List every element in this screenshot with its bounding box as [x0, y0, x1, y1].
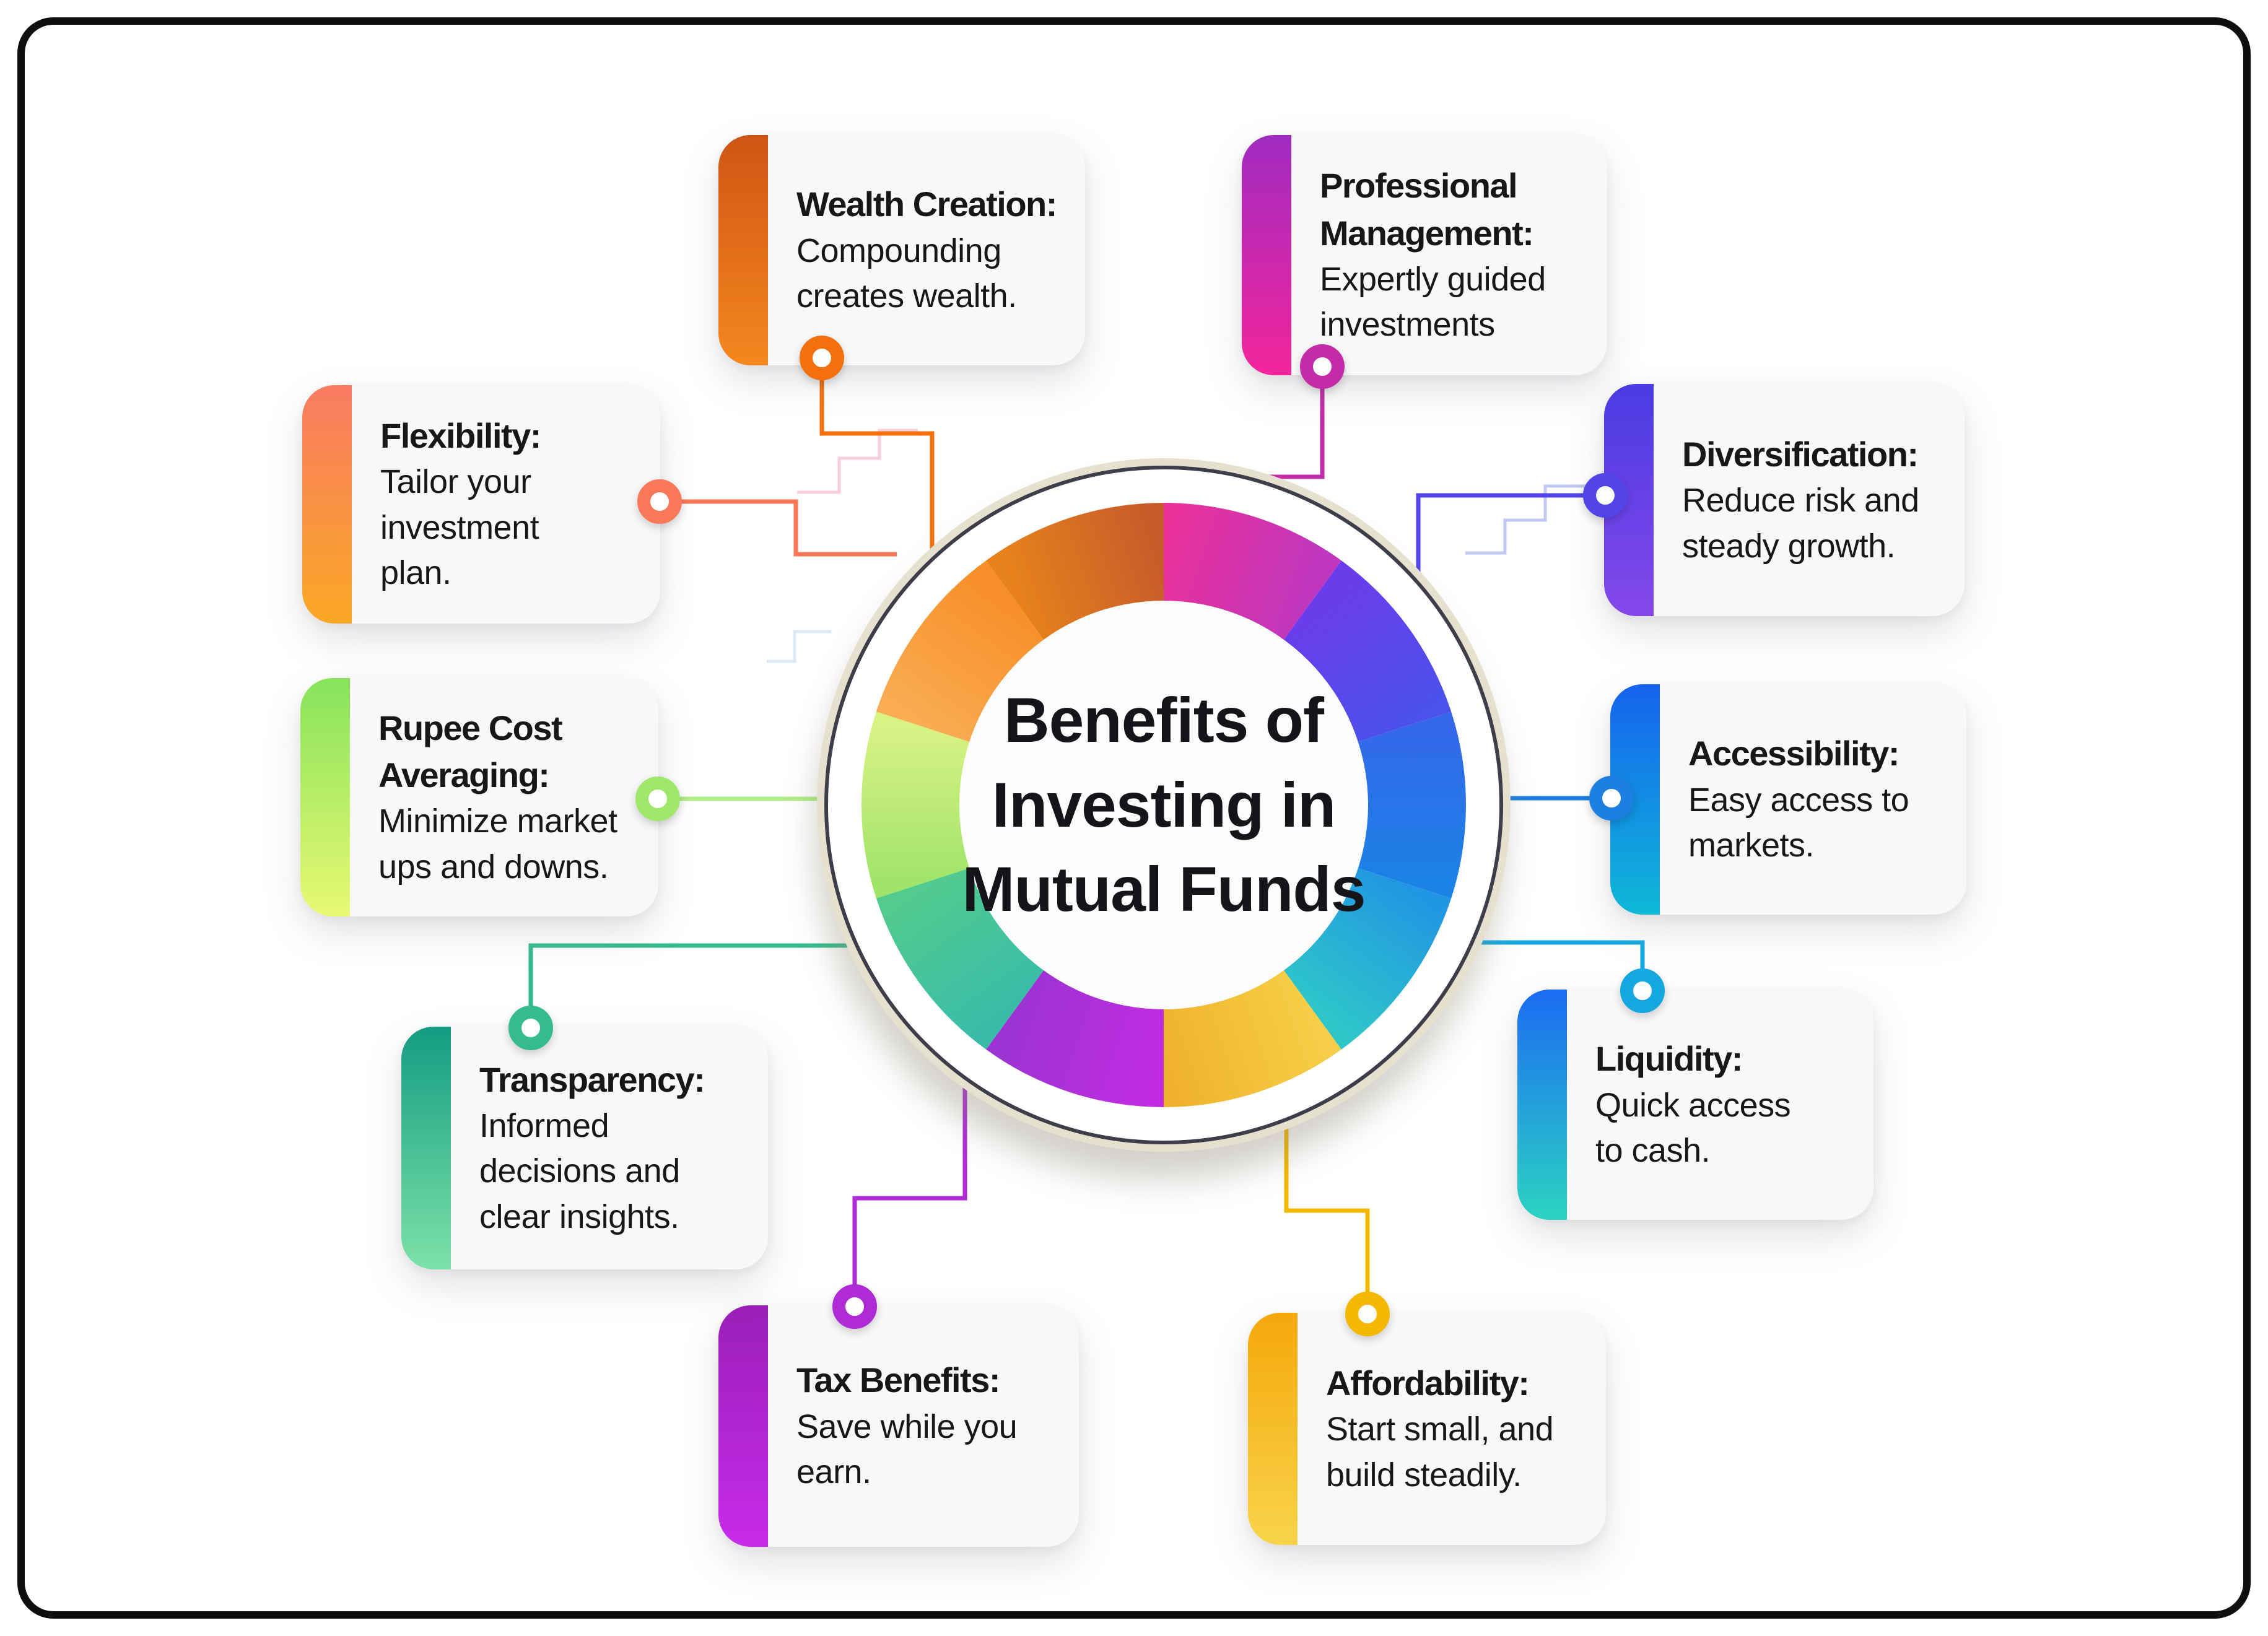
connector-line-tax-benefits [852, 1087, 967, 1285]
connector-line-professional-management [1208, 388, 1325, 479]
card-wealth-creation: Wealth Creation: Compounding creates weal… [718, 135, 1085, 365]
card-title: Wealth Creation: [796, 185, 1057, 224]
card-accent-bar [1248, 1313, 1298, 1545]
card-accent-bar [302, 385, 352, 624]
card-liquidity: Liquidity: Quick access to cash. [1517, 990, 1873, 1220]
card-accessibility: Accessibility: Easy access to markets. [1610, 684, 1966, 915]
card-body: Start small, and build steadily. [1326, 1411, 1554, 1494]
card-tax-benefits: Tax Benefits: Save while you earn. [718, 1305, 1079, 1547]
card-diversification: Diversification: Reduce risk and steady g… [1604, 384, 1965, 616]
center-title-line: Benefits of [1003, 684, 1324, 755]
card-title: Accessibility: [1688, 734, 1900, 773]
donut-segment-liquidity [1282, 867, 1452, 1050]
card-title: Affordability: [1326, 1363, 1530, 1403]
donut-inner-disc [959, 601, 1368, 1009]
card-body: Compounding creates wealth. [796, 232, 1017, 315]
card-accent-bar [300, 678, 350, 916]
connector-ring-tax-benefits [832, 1284, 877, 1329]
card-transparency: Transparency: Informed decisions and clea… [401, 1027, 768, 1269]
card-accent-bar [718, 1305, 768, 1547]
card-body: Informed decisions and clear insights. [479, 1107, 680, 1235]
donut-segments [861, 503, 1466, 1107]
card-body: Minimize market ups and downs. [378, 803, 617, 885]
donut-segment-transparency [876, 867, 1045, 1050]
donut-segment-flexibility [876, 560, 1045, 743]
connector-ring-affordability [1345, 1292, 1390, 1336]
card-body: Easy access to markets. [1688, 781, 1909, 864]
card-accent-bar [401, 1027, 451, 1269]
connector-ring-diversification [1583, 473, 1628, 518]
donut-segment-rupee-cost-averaging [861, 711, 972, 898]
card-title: Liquidity: [1595, 1039, 1743, 1079]
donut-segment-accessibility [1356, 711, 1466, 898]
connector-line-wealth-creation [819, 380, 935, 588]
connector-ring-flexibility [637, 479, 682, 524]
card-body: Reduce risk and steady growth. [1682, 482, 1919, 565]
connector-ring-accessibility [1589, 776, 1634, 820]
card-accent-bar [1517, 990, 1567, 1220]
card-rupee-cost-averaging: Rupee Cost Averaging:Minimize market ups… [300, 678, 658, 916]
donut-center-title: Benefits of Investing in Mutual Funds [897, 678, 1430, 932]
connector-line-liquidity [1424, 940, 1645, 969]
connector-ring-transparency [508, 1006, 553, 1050]
donut-segment-diversification [1282, 560, 1452, 743]
decor-staircase-top-right [1465, 484, 1585, 555]
card-accent-bar [718, 135, 768, 365]
center-title-line: Mutual Funds [962, 854, 1366, 925]
card-body: Tailor your investment plan. [380, 463, 539, 592]
card-professional-management: Professional Management:Expertly guided … [1242, 135, 1607, 375]
connector-ring-rupee-cost-averaging [635, 777, 680, 821]
card-title: Flexibility: [380, 416, 541, 456]
card-body: Save while you earn. [796, 1408, 1018, 1491]
card-flexibility: Flexibility: Tailor your investment plan. [302, 385, 660, 624]
card-title: Professional Management: [1320, 166, 1534, 253]
decor-staircase-left [767, 630, 831, 663]
card-accent-bar [1242, 135, 1291, 375]
connector-line-transparency [528, 943, 867, 1006]
donut-thin-dark-ring [824, 466, 1503, 1144]
card-title: Rupee Cost Averaging: [378, 708, 563, 795]
card-affordability: Affordability: Start small, and build ste… [1248, 1313, 1606, 1545]
card-title: Transparency: [479, 1059, 705, 1099]
card-body: Expertly guided investments [1320, 260, 1546, 344]
decor-staircase-top-left [797, 429, 918, 494]
card-title: Tax Benefits: [796, 1360, 1000, 1400]
donut-chart [815, 458, 1511, 1179]
connector-line-flexibility [681, 499, 897, 557]
connector-ring-wealth-creation [800, 336, 844, 380]
connector-ring-professional-management [1300, 344, 1345, 389]
connector-ring-liquidity [1620, 968, 1665, 1013]
card-body: Quick access to cash. [1595, 1086, 1791, 1170]
card-title: Diversification: [1682, 434, 1919, 474]
center-title-line: Investing in [992, 769, 1337, 840]
